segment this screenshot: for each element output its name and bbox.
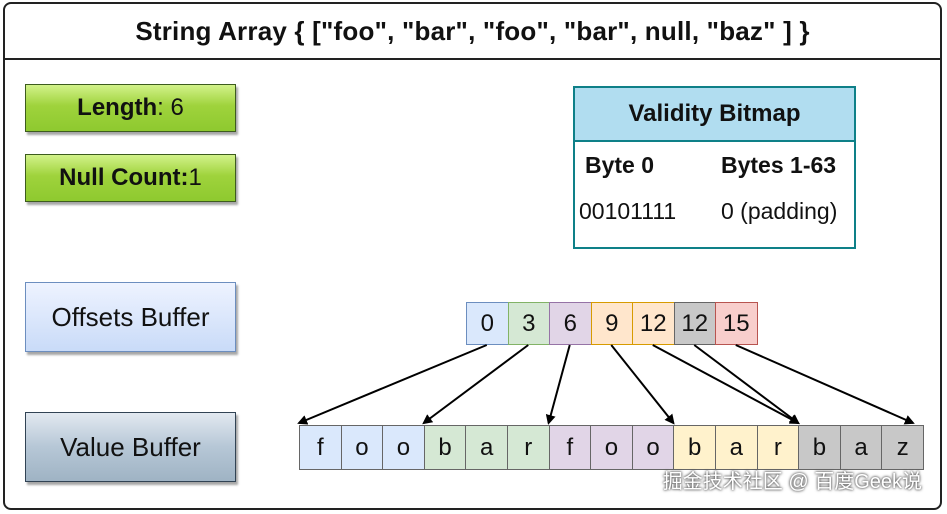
offset-arrow	[610, 344, 675, 425]
offset-arrow	[545, 344, 571, 425]
length-box: Length: 6	[25, 84, 236, 132]
offset-cell: 6	[549, 302, 592, 345]
offset-cell: 3	[507, 302, 550, 345]
offsets-buffer-label: Offsets Buffer	[25, 282, 236, 352]
diagram-frame: String Array { ["foo", "bar", "foo", "ba…	[3, 2, 942, 510]
bytes1-63-header: Bytes 1-63	[721, 152, 837, 178]
offset-arrows	[297, 344, 915, 425]
null-count-box: Null Count: 1	[25, 154, 236, 202]
offset-cell: 0	[466, 302, 509, 345]
offset-arrow	[735, 344, 915, 425]
value-byte-cell: f	[548, 425, 592, 470]
diagram-title: String Array { ["foo", "bar", "foo", "ba…	[5, 4, 940, 60]
value-byte-cell: o	[590, 425, 633, 470]
offset-cell: 15	[715, 302, 758, 345]
offset-arrow	[652, 344, 800, 424]
offset-arrow	[693, 344, 800, 425]
length-value: : 6	[157, 94, 184, 121]
value-buffer-label: Value Buffer	[25, 412, 236, 482]
bytes1-63-value: 0 (padding)	[721, 198, 838, 224]
value-byte-cell: o	[382, 425, 425, 470]
validity-bitmap-table: Validity Bitmap Byte 0 Bytes 1-63 001011…	[573, 86, 856, 249]
value-byte-cell: b	[423, 425, 467, 470]
value-byte-cell: z	[881, 425, 924, 470]
offset-arrow	[297, 344, 488, 425]
value-byte-cell: r	[756, 425, 800, 470]
offset-cell: 9	[590, 302, 633, 345]
validity-bitmap-header: Validity Bitmap	[575, 88, 854, 142]
value-byte-cell: b	[798, 425, 841, 470]
value-byte-cell: a	[465, 425, 508, 470]
value-byte-cell: o	[631, 425, 675, 470]
null-count-label: Null Count:	[59, 164, 189, 191]
offset-arrow	[422, 344, 529, 425]
value-byte-cell: r	[507, 425, 550, 470]
value-byte-cell: o	[340, 425, 384, 470]
watermark: 掘金技术社区 @ 百度Geek说	[662, 471, 922, 493]
value-byte-cell: b	[673, 425, 716, 470]
length-label: Length	[77, 94, 158, 121]
null-count-value: 1	[188, 164, 202, 191]
byte0-value: 00101111	[579, 198, 677, 224]
byte0-header: Byte 0	[585, 152, 655, 178]
